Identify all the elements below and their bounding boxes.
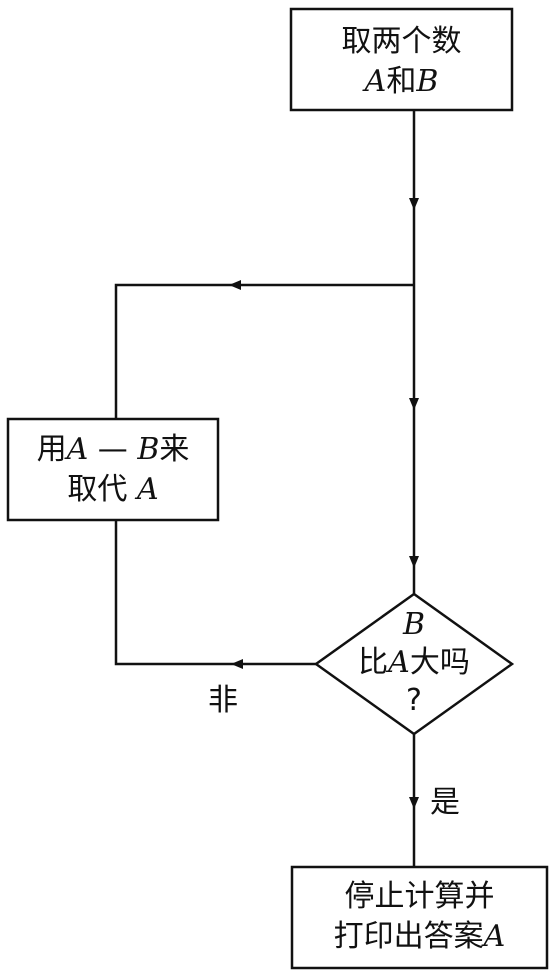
decision-var-a: A bbox=[388, 645, 410, 680]
replace-line2-text: 取代 bbox=[67, 472, 137, 507]
start-box-text: 取两个数 A和B bbox=[291, 22, 512, 102]
decision-question: 比A大吗 bbox=[334, 644, 494, 682]
label-yes: 是 bbox=[430, 785, 460, 820]
label-no: 非 bbox=[208, 683, 238, 718]
end-var-a: A bbox=[483, 919, 506, 954]
start-var-a: A bbox=[364, 64, 387, 99]
end-box bbox=[290, 865, 549, 970]
replace-var-a: A bbox=[66, 432, 89, 467]
replace-suffix: 来 bbox=[159, 432, 190, 467]
end-line2-text: 打印出答案 bbox=[333, 919, 484, 954]
arrow-left-2-icon bbox=[231, 659, 243, 669]
no-branch-line bbox=[114, 520, 316, 666]
replace-prefix: 用 bbox=[36, 432, 67, 467]
start-line1: 取两个数 bbox=[341, 24, 462, 59]
arrow-down-2-icon bbox=[409, 398, 419, 410]
arrow-down-1-icon bbox=[409, 198, 419, 210]
arrow-down-3-icon bbox=[409, 556, 419, 568]
replace-box-text: 用A — B来 取代 A bbox=[8, 430, 218, 510]
start-box bbox=[289, 7, 514, 112]
end-line2: 打印出答案A bbox=[292, 917, 547, 957]
replace-var-b: B bbox=[137, 432, 160, 467]
start-conj: 和 bbox=[386, 64, 417, 99]
end-box-text: 停止计算并 打印出答案A bbox=[292, 877, 547, 957]
start-line2: A和B bbox=[291, 62, 512, 102]
decision-mark: ? bbox=[406, 683, 422, 718]
replace-var-a2: A bbox=[136, 472, 159, 507]
decision-text: B 比A大吗 ? bbox=[334, 606, 494, 720]
arrow-down-4-icon bbox=[409, 797, 419, 809]
decision-var-b-line: B bbox=[334, 606, 494, 644]
replace-line2: 取代 A bbox=[8, 470, 218, 510]
end-line1: 停止计算并 bbox=[344, 879, 495, 914]
loop-return-line bbox=[114, 283, 414, 419]
decision-var-b: B bbox=[402, 607, 426, 642]
replace-op: — bbox=[88, 432, 138, 467]
arrow-left-1-icon bbox=[229, 280, 241, 290]
start-var-b: B bbox=[416, 64, 439, 99]
decision-prefix: 比 bbox=[358, 645, 389, 680]
decision-suffix: 大吗 bbox=[409, 645, 470, 680]
replace-line1: 用A — B来 bbox=[8, 430, 218, 470]
replace-box bbox=[6, 417, 220, 522]
